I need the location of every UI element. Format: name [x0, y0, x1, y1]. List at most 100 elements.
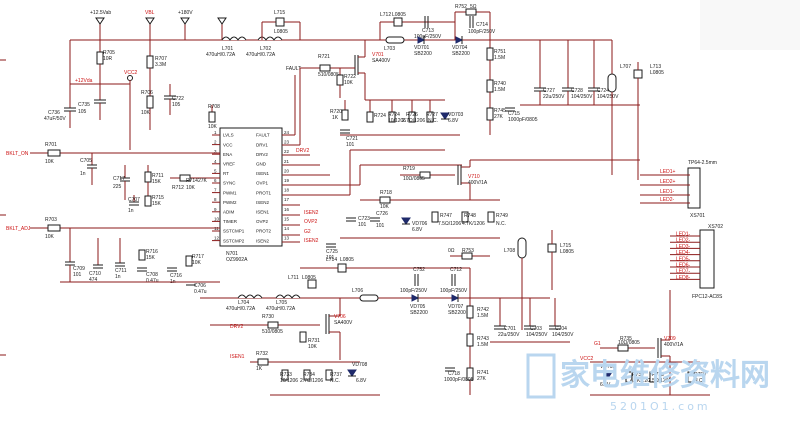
- c710-label: C710: [89, 271, 101, 277]
- vd701-value: SB2200: [414, 51, 432, 57]
- isen1-tag-lower: ISEN1: [230, 354, 245, 360]
- c717-label: C717: [113, 176, 125, 182]
- l701-label: L701: [222, 46, 233, 52]
- r737-label: R737: [330, 372, 342, 378]
- inductor-l703: L703: [384, 36, 405, 52]
- c707-label: C707: [128, 197, 140, 203]
- vd708-label: VD708: [352, 362, 368, 368]
- xs702-pin-label: LED8-: [676, 275, 691, 281]
- ic-left-pin-name: PWM2: [223, 200, 237, 205]
- l713-label: L713: [650, 64, 661, 70]
- r738-value: 7.5Ω/1206: [648, 378, 671, 384]
- r716-label: R716: [146, 249, 158, 255]
- resistor-r718: R718 10K: [360, 190, 500, 210]
- ic-left-pin-num: 2: [214, 140, 217, 145]
- vd705-value: SB2200: [410, 310, 428, 316]
- r714-value: 27K: [198, 178, 208, 184]
- c709-value: 101: [73, 272, 82, 278]
- r701-value: 10K: [45, 159, 55, 165]
- r748-label: R748: [464, 213, 476, 219]
- r733-value: 10/1206: [280, 378, 298, 384]
- inductor-l715-top: L715 L0805: [261, 10, 301, 40]
- cap-c706: C706 0.47u: [186, 281, 207, 295]
- c712-value: 100pF/250V: [440, 288, 468, 294]
- c752-label: C752: [413, 267, 425, 273]
- ic-right-pin-num: 24: [284, 130, 290, 135]
- l704-label: L704: [238, 300, 249, 306]
- ic-right-pin-name: DRV2: [256, 152, 268, 157]
- rail-vbl-label: VBL: [145, 10, 155, 16]
- led2m-tag: LED2-: [660, 197, 675, 203]
- resistor-r706: R706 10K: [141, 90, 154, 116]
- bklt-on-label: BKLT_ON: [6, 151, 29, 157]
- l713-value: L0805: [650, 70, 664, 76]
- bklt-adj-input: BKLT_ADJ R703 10K: [6, 217, 220, 240]
- c713-label: C713: [422, 28, 434, 34]
- xs701-label: XS701: [690, 213, 705, 219]
- connector-xs701: TP64-2.5mm XS701 LED1+ LED2+ LED1- LED2-: [640, 160, 717, 219]
- inductor-l708: L708: [504, 237, 527, 330]
- r724-value: 10/1206: [388, 118, 406, 124]
- rail-180v-label: +180V: [178, 10, 193, 16]
- r726-value: 2.7Ω/1206: [402, 118, 425, 124]
- v12a-label: +12Vda: [75, 78, 93, 84]
- vd702-label: VD702: [600, 364, 616, 370]
- r737-value: N.C.: [330, 378, 340, 384]
- ic-left-pin-num: 4: [214, 159, 217, 164]
- fault-label: FAULT: [286, 66, 301, 72]
- lower-output-caps: C701 22u/250V C703 104/250V C704 104/250…: [490, 298, 574, 343]
- cap-c712: C712 100pF/250V: [440, 267, 468, 294]
- ic-right-pin-num: 15: [284, 216, 290, 221]
- lower-driver: DRV2 R730 510/0805 R731 10K V706 SA400V: [210, 298, 353, 360]
- c724-value: 104/250V: [597, 94, 619, 100]
- ic-left-pin-name: PWM1: [223, 190, 237, 195]
- r715-value: 15K: [152, 201, 162, 207]
- ic-right-pin-num: 23: [284, 140, 290, 145]
- r752-value: 5Ω: [470, 4, 477, 10]
- ic-right-pin-name: ISEN1: [256, 210, 270, 215]
- l715-value: L0805: [274, 29, 288, 35]
- fault-node: FAULT: [282, 66, 301, 136]
- vcc2-label: VCC2: [124, 70, 138, 76]
- r731-value: 10K: [308, 344, 318, 350]
- vd707-label: VD707: [448, 304, 464, 310]
- vd703-value: 6.8V: [448, 118, 459, 124]
- r749-label: R749: [496, 213, 508, 219]
- cap-c713: C713 100pF/250V: [414, 16, 442, 40]
- inductor-l711: L711 L0805: [288, 275, 317, 289]
- ic-right-pin-name: ISEN2: [256, 200, 270, 205]
- sense-mid: C723 101 C726 101 VD706 6.8V R747 7.5Ω/1…: [326, 211, 508, 261]
- l715b-value: L0805: [560, 249, 574, 255]
- watermark-url: 5201O1.com: [610, 400, 711, 413]
- cap-c736: C736 47uF/50V: [44, 105, 76, 128]
- r712-label: R712: [172, 185, 184, 191]
- v709-value: 400V/1A: [664, 342, 684, 348]
- l708-label: L708: [504, 248, 515, 254]
- c725-value: 101: [326, 255, 335, 261]
- r750-value: N.C.: [694, 378, 704, 384]
- c725-label: C725: [326, 249, 338, 255]
- r708-label: R708: [208, 104, 220, 110]
- ic-right-pin-name: ISEN1: [256, 171, 270, 176]
- ic-right-pin-name: ISEN2: [256, 238, 270, 243]
- lower-divider: R742 1.5M R743 1.5M R741 27K C718 1000pF…: [444, 268, 489, 395]
- resistor-r717: R717 10K: [185, 254, 204, 267]
- c714-label: C714: [476, 22, 488, 28]
- r750-label: R750: [694, 372, 706, 378]
- c728-label: C728: [571, 88, 583, 94]
- inductor-l714: L714 L0805: [326, 257, 354, 273]
- r720-label: R720: [330, 109, 342, 115]
- ic-left-pin-num: 9: [214, 207, 217, 212]
- bklt-on-input: BKLT_ON R701 10K: [6, 142, 220, 165]
- r718-value: 10K: [380, 204, 390, 210]
- r706-label: R706: [141, 90, 153, 96]
- cap-c711: C711 1n: [115, 238, 127, 280]
- ic-left-pin-name: LVLS: [223, 133, 234, 138]
- c722-value: 105: [172, 102, 181, 108]
- c716-label: C716: [170, 273, 182, 279]
- c722-label: C722: [172, 96, 184, 102]
- r752-label: R752: [455, 4, 467, 10]
- r745-value: 27K: [494, 114, 504, 120]
- vd702-value: 6.8V: [600, 382, 611, 388]
- cap-c715: C715 1000pF/0805: [505, 107, 538, 123]
